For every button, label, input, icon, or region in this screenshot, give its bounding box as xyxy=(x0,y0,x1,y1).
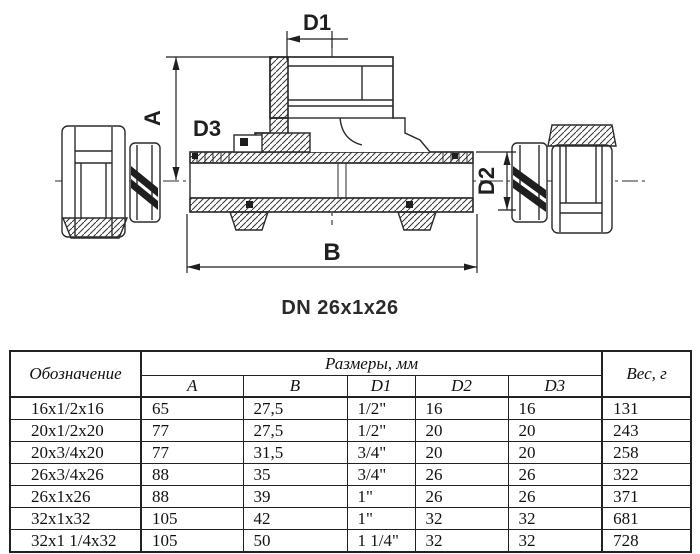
table-cell: 20x1/2x20 xyxy=(9,419,142,442)
table-cell: 50 xyxy=(242,529,348,553)
table-cell: 32x1x32 xyxy=(9,507,142,530)
right-nut-assembly xyxy=(511,124,617,234)
table-cell: 681 xyxy=(601,507,692,530)
table-cell: 32 xyxy=(507,507,603,530)
table-cell: 1 1/4" xyxy=(346,529,416,553)
table-cell: 26 xyxy=(507,463,603,486)
table-cell: 1" xyxy=(346,507,416,530)
table-cell: 26 xyxy=(414,485,509,508)
table-cell: 105 xyxy=(140,507,244,530)
table-cell: 32 xyxy=(414,507,509,530)
table-cell: 105 xyxy=(140,529,244,553)
table-cell: 42 xyxy=(242,507,348,530)
dimension-lines xyxy=(166,31,516,273)
dimensions-table-wrap: Обозначение Размеры, мм Вес, г A B D1 D2… xyxy=(9,350,693,553)
table-cell: 131 xyxy=(601,396,692,420)
table-cell: 26 xyxy=(507,485,603,508)
dim-label-b: B xyxy=(323,239,340,266)
dim-label-a: A xyxy=(140,110,165,126)
table-cell: 322 xyxy=(601,463,692,486)
table-cell: 32 xyxy=(507,529,603,553)
table-cell: 26x3/4x26 xyxy=(9,463,142,486)
tee-body xyxy=(189,56,474,231)
header-sub-d2: D2 xyxy=(414,375,509,398)
table-cell: 20 xyxy=(507,441,603,464)
table-cell: 88 xyxy=(140,485,244,508)
table-cell: 32 xyxy=(414,529,509,553)
table-cell: 35 xyxy=(242,463,348,486)
header-sub-b: B xyxy=(242,375,348,398)
table-cell: 77 xyxy=(140,419,244,442)
barrel-top-wall-hatch xyxy=(189,151,474,164)
table-cell: 39 xyxy=(242,485,348,508)
table-cell: 27,5 xyxy=(242,396,348,420)
table-cell: 26 xyxy=(414,463,509,486)
drawing-caption: DN 26x1x26 xyxy=(281,297,399,319)
table-cell: 31,5 xyxy=(242,441,348,464)
table-cell: 20x3/4x20 xyxy=(9,441,142,464)
technical-drawing: D1 A D3 D2 B xyxy=(55,10,645,273)
right-compression-ring xyxy=(511,142,548,223)
table-cell: 16 xyxy=(507,396,603,420)
barrel-bottom-wall-hatch xyxy=(189,197,474,213)
dim-label-d1: D1 xyxy=(303,10,331,35)
dim-label-d3: D3 xyxy=(193,116,221,141)
table-cell: 3/4" xyxy=(346,463,416,486)
table-cell: 32x1 1/4x32 xyxy=(9,529,142,553)
branch-left-wall-hatch xyxy=(254,117,311,153)
table-cell: 258 xyxy=(601,441,692,464)
table-cell: 16x1/2x16 xyxy=(9,396,142,420)
header-sub-a: A xyxy=(140,375,244,398)
table-cell: 88 xyxy=(140,463,244,486)
table-cell: 77 xyxy=(140,441,244,464)
table-cell: 27,5 xyxy=(242,419,348,442)
left-nut-section-hatch xyxy=(61,217,129,239)
dimensions-table: Обозначение Размеры, мм Вес, г A B D1 D2… xyxy=(9,350,693,553)
header-designation: Обозначение xyxy=(9,350,142,398)
header-sub-d3: D3 xyxy=(507,375,603,398)
table-cell: 65 xyxy=(140,396,244,420)
table-cell: 26x1x26 xyxy=(9,485,142,508)
table-cell: 1" xyxy=(346,485,416,508)
header-weight: Вес, г xyxy=(601,350,692,398)
table-cell: 20 xyxy=(414,419,509,442)
table-cell: 371 xyxy=(601,485,692,508)
table-cell: 1/2" xyxy=(346,396,416,420)
right-nut-section-hatch xyxy=(547,124,617,147)
table-cell: 3/4" xyxy=(346,441,416,464)
table-cell: 16 xyxy=(414,396,509,420)
dim-label-d2: D2 xyxy=(474,167,499,195)
table-cell: 728 xyxy=(601,529,692,553)
left-nut-assembly xyxy=(61,125,161,239)
table-cell: 1/2" xyxy=(346,419,416,442)
table-cell: 20 xyxy=(414,441,509,464)
table-cell: 20 xyxy=(507,419,603,442)
left-compression-ring xyxy=(129,142,161,223)
table-cell: 243 xyxy=(601,419,692,442)
branch-socket xyxy=(269,56,394,119)
header-dimensions-group: Размеры, мм xyxy=(140,350,603,376)
header-sub-d1: D1 xyxy=(346,375,416,398)
